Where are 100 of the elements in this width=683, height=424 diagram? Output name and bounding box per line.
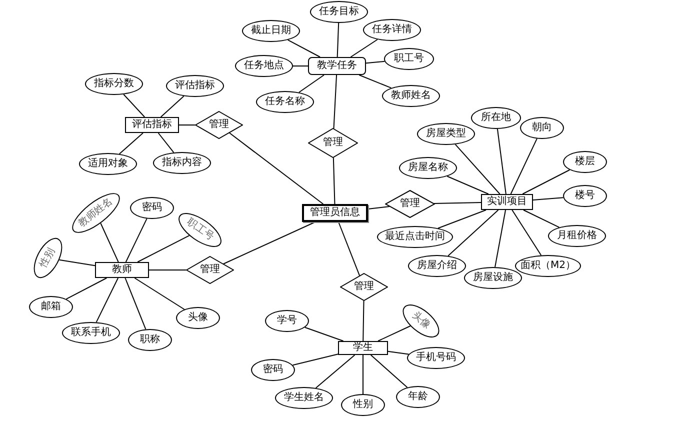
connector-line	[336, 22, 340, 58]
attribute-label: 所在地	[481, 113, 511, 123]
attribute-label: 房屋设施	[473, 273, 513, 283]
attribute-ellipse	[242, 20, 300, 42]
entity-box	[338, 341, 388, 355]
attribute-label: 手机号码	[416, 353, 456, 363]
attribute-ellipse	[85, 73, 143, 95]
connector-line	[532, 197, 564, 200]
relationship-diamond	[340, 273, 388, 301]
connector-line	[118, 132, 144, 154]
connector-line	[125, 218, 148, 262]
attribute-ellipse	[251, 359, 295, 381]
connector-line	[438, 210, 486, 229]
entity-box	[302, 204, 368, 222]
attribute-label: 联系手机	[71, 328, 111, 338]
connector-line	[362, 300, 364, 342]
attribute-label: 最近点击时间	[385, 232, 445, 242]
attribute-label: 指标分数	[94, 79, 134, 89]
attribute-label: 学号	[277, 316, 297, 326]
attribute-label: 教师姓名	[391, 91, 431, 101]
attribute-label: 任务详情	[372, 25, 412, 35]
entity-box	[481, 194, 533, 210]
attribute-ellipse	[235, 55, 293, 77]
connector-line	[388, 350, 410, 355]
attribute-ellipse	[408, 255, 466, 277]
attribute-label: 邮箱	[41, 302, 61, 312]
attribute-label: 房屋类型	[426, 129, 466, 139]
attribute-label: 楼层	[575, 157, 595, 167]
connector-line	[350, 39, 378, 58]
attribute-label: 朝向	[532, 123, 552, 133]
connector-line	[96, 278, 119, 323]
attribute-ellipse	[384, 48, 434, 70]
attribute-label: 任务目标	[319, 7, 359, 17]
connector-line	[362, 354, 364, 394]
attribute-ellipse	[130, 197, 174, 219]
attribute-ellipse	[396, 386, 440, 408]
connector-line	[522, 169, 570, 194]
connector-line	[124, 278, 146, 330]
attribute-label: 职工号	[184, 217, 216, 243]
connector-line	[158, 132, 174, 153]
connector-line	[137, 235, 190, 262]
relationship-diamond	[186, 256, 234, 284]
attribute-label: 职工号	[394, 54, 424, 64]
entity-label: 实训项目	[487, 197, 527, 207]
attribute-label: 密码	[263, 365, 283, 375]
connector-line	[370, 354, 408, 388]
attribute-label: 性别	[353, 400, 373, 410]
attribute-label: 任务名称	[265, 97, 305, 107]
connector-line	[222, 222, 316, 264]
attribute-ellipse	[520, 117, 564, 139]
connector-line	[160, 96, 184, 118]
relationship-label: 管理	[400, 199, 420, 209]
relationship-diamond	[308, 128, 358, 158]
attribute-ellipse	[265, 310, 309, 332]
attribute-label: 面积（M2）	[520, 261, 576, 271]
attribute-label: 指标内容	[162, 158, 202, 168]
entity-box	[95, 262, 149, 278]
attribute-label: 评估指标	[175, 81, 215, 91]
connector-line	[292, 354, 338, 366]
entity-label: 教师	[112, 265, 132, 275]
attribute-ellipse	[515, 255, 581, 277]
attribute-ellipse	[275, 387, 333, 409]
attribute-label: 头像	[188, 313, 208, 323]
connector-line	[448, 210, 499, 256]
attribute-ellipse	[176, 307, 220, 329]
connector-line	[123, 94, 146, 118]
attribute-ellipse	[79, 153, 137, 175]
attribute-ellipse	[563, 185, 607, 207]
entity-label: 评估指标	[132, 120, 172, 130]
connector-line	[494, 210, 506, 268]
relationship-label: 管理	[209, 120, 229, 130]
connector-line	[287, 39, 321, 58]
relationship-diamond	[195, 111, 243, 139]
attribute-label: 房屋介绍	[417, 261, 457, 271]
connector-line	[228, 132, 324, 204]
connector-line	[378, 326, 411, 342]
connector-line	[178, 124, 196, 126]
entity-box	[125, 117, 179, 133]
attribute-ellipse	[310, 1, 368, 23]
attribute-label: 学生姓名	[284, 393, 324, 403]
attribute-ellipse	[166, 75, 224, 97]
attribute-ellipse	[256, 91, 314, 113]
connector-line	[454, 144, 500, 194]
attribute-ellipse	[382, 85, 440, 107]
connector-line	[298, 74, 324, 93]
connector-line	[100, 222, 119, 262]
attribute-ellipse	[29, 296, 73, 318]
relationship-label: 管理	[354, 282, 374, 292]
entity-label: 管理员信息	[310, 208, 360, 218]
entity-box	[308, 57, 366, 75]
relationship-label: 管理	[200, 265, 220, 275]
connector-line	[446, 176, 489, 194]
attribute-label: 头像	[410, 310, 432, 332]
attribute-ellipse	[417, 123, 475, 145]
entity-label: 学生	[353, 343, 373, 353]
attribute-ellipse	[471, 107, 521, 129]
connector-line	[315, 354, 356, 388]
connector-line	[366, 60, 386, 64]
connector-line	[434, 202, 482, 204]
attribute-ellipse	[153, 152, 211, 174]
